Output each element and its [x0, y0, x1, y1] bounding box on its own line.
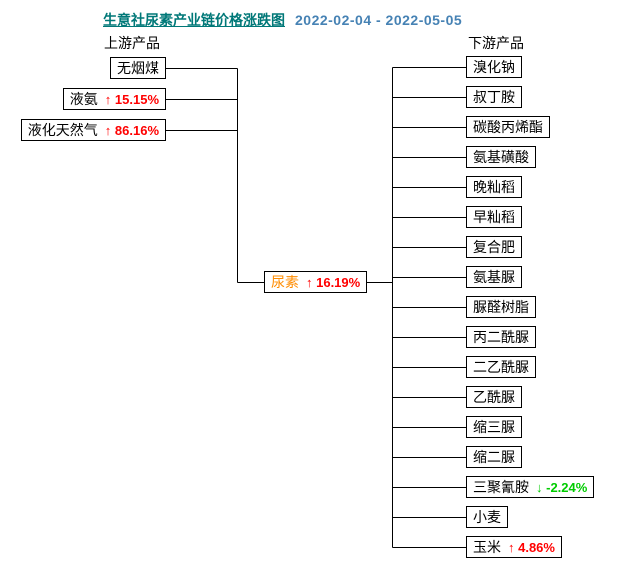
upstream-label: 上游产品 [104, 35, 160, 51]
urea-change-value: ↑ 16.19% [306, 274, 361, 290]
change-value: ↑ 86.16% [104, 122, 159, 138]
date-range: 2022-02-04 - 2022-05-05 [295, 12, 463, 28]
product-node[interactable]: 氨基脲 [466, 266, 522, 288]
product-node[interactable]: 早籼稻 [466, 206, 522, 228]
product-node[interactable]: 复合肥 [466, 236, 522, 258]
product-name: 脲醛树脂 [473, 299, 529, 315]
product-name: 无烟煤 [117, 60, 159, 76]
product-name: 早籼稻 [473, 209, 515, 225]
product-node[interactable]: 液氨 ↑ 15.15% [62, 88, 166, 110]
product-name: 玉米 [473, 539, 501, 555]
product-node[interactable]: 丙二酰脲 [466, 326, 536, 348]
product-name: 乙酰脲 [473, 389, 515, 405]
product-node[interactable]: 缩二脲 [466, 446, 522, 468]
product-node[interactable]: 三聚氰胺 ↓ -2.24% [466, 476, 595, 498]
product-node[interactable]: 无烟煤 [110, 57, 166, 79]
product-node[interactable]: 玉米 ↑ 4.86% [466, 536, 562, 558]
product-node[interactable]: 叔丁胺 [466, 86, 522, 108]
product-name: 氨基磺酸 [473, 149, 529, 165]
product-name: 溴化钠 [473, 59, 515, 75]
product-node[interactable]: 乙酰脲 [466, 386, 522, 408]
product-node[interactable]: 氨基磺酸 [466, 146, 536, 168]
product-name: 碳酸丙烯酯 [473, 119, 543, 135]
product-node[interactable]: 溴化钠 [466, 56, 522, 78]
product-name: 二乙酰脲 [473, 359, 529, 375]
product-node-urea[interactable]: 尿素 ↑ 16.19% [264, 271, 368, 293]
product-node[interactable]: 脲醛树脂 [466, 296, 536, 318]
product-name: 丙二酰脲 [473, 329, 529, 345]
product-name: 小麦 [473, 509, 501, 525]
chart-title-link[interactable]: 生意社尿素产业链价格涨跌图 [103, 12, 285, 28]
chart-title-row: 生意社尿素产业链价格涨跌图 2022-02-04 - 2022-05-05 [103, 10, 462, 30]
product-node[interactable]: 晚籼稻 [466, 176, 522, 198]
downstream-label: 下游产品 [468, 35, 524, 51]
product-name: 缩三脲 [473, 419, 515, 435]
change-value: ↓ -2.24% [536, 479, 588, 495]
product-node[interactable]: 二乙酰脲 [466, 356, 536, 378]
product-node[interactable]: 液化天然气 ↑ 86.16% [20, 119, 166, 141]
urea-label: 尿素 [271, 274, 299, 290]
product-name: 复合肥 [473, 239, 515, 255]
product-node[interactable]: 缩三脲 [466, 416, 522, 438]
product-node[interactable]: 小麦 [466, 506, 508, 528]
product-name: 晚籼稻 [473, 179, 515, 195]
product-name: 叔丁胺 [473, 89, 515, 105]
product-node[interactable]: 碳酸丙烯酯 [466, 116, 550, 138]
change-value: ↑ 4.86% [508, 539, 555, 555]
product-name: 缩二脲 [473, 449, 515, 465]
product-name: 液氨 [69, 91, 98, 107]
change-value: ↑ 15.15% [104, 91, 159, 107]
product-name: 液化天然气 [27, 122, 98, 138]
product-name: 三聚氰胺 [473, 479, 529, 495]
product-name: 氨基脲 [473, 269, 515, 285]
